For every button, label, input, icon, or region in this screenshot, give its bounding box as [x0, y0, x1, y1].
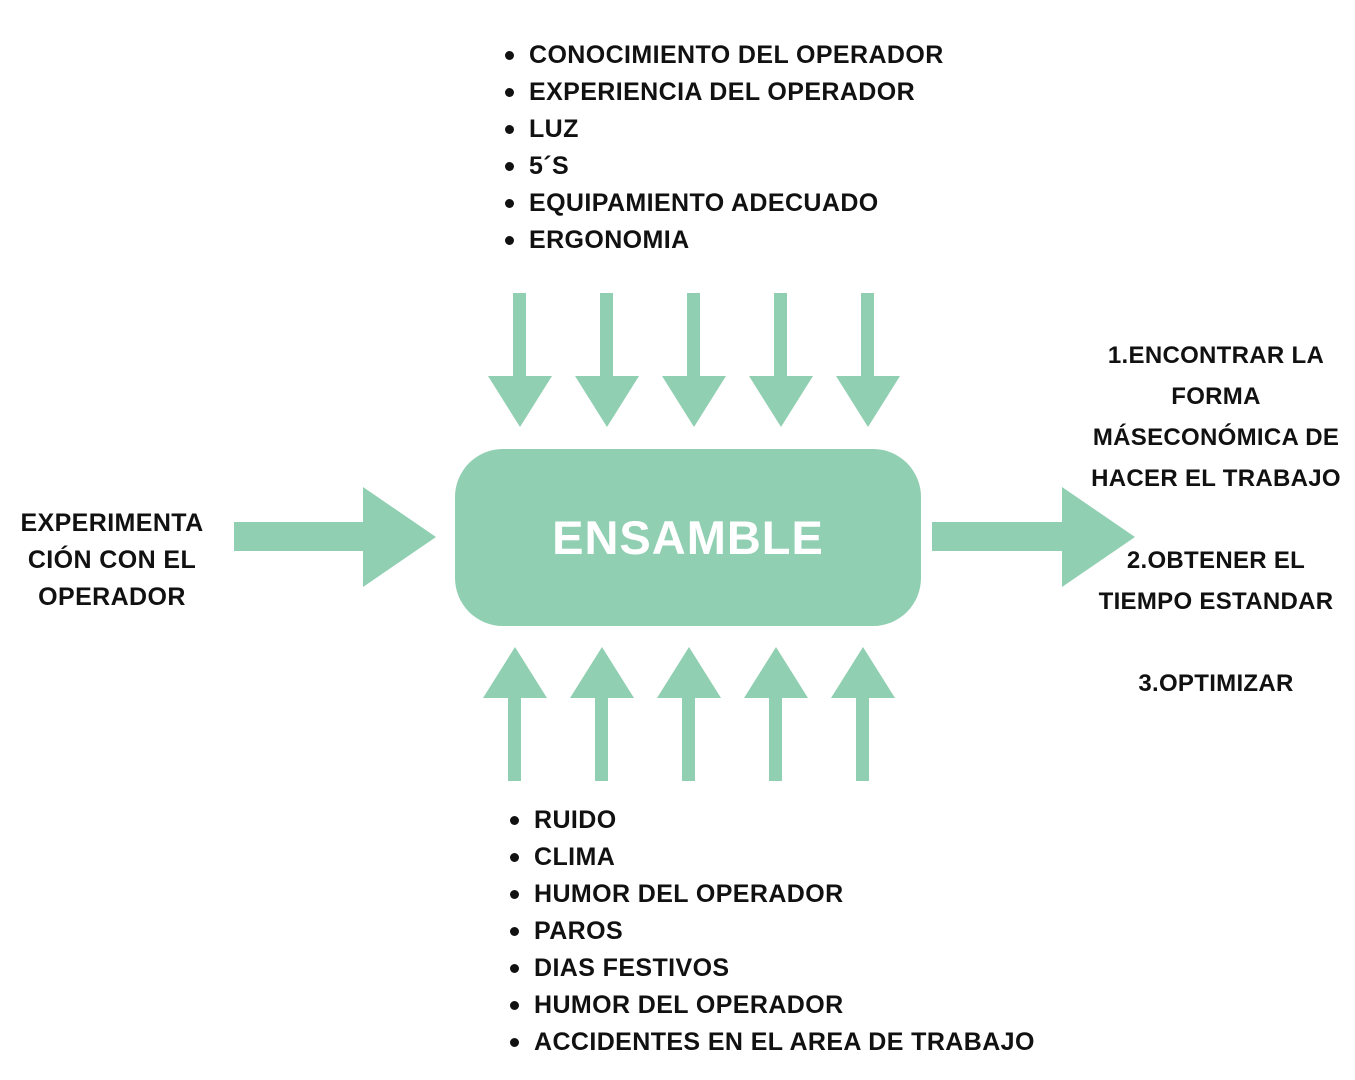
up-arrow-1	[483, 647, 547, 781]
down-arrow-3	[662, 293, 726, 427]
noise-factors-list: RUIDO CLIMA HUMOR DEL OPERADOR PAROS DIA…	[508, 802, 1035, 1061]
list-item: EXPERIENCIA DEL OPERADOR	[503, 74, 944, 111]
up-arrow-2	[570, 647, 634, 781]
list-item: HUMOR DEL OPERADOR	[508, 987, 1035, 1024]
input-arrow	[234, 487, 436, 587]
list-item: PAROS	[508, 913, 1035, 950]
list-item: DIAS FESTIVOS	[508, 950, 1035, 987]
process-label: ENSAMBLE	[552, 511, 824, 564]
list-item: LUZ	[503, 111, 944, 148]
list-item: 5´S	[503, 148, 944, 185]
list-item: RUIDO	[508, 802, 1035, 839]
list-item: EQUIPAMIENTO ADECUADO	[503, 185, 944, 222]
down-arrow-5	[836, 293, 900, 427]
down-arrow-4	[749, 293, 813, 427]
input-label: EXPERIMENTA CIÓN CON EL OPERADOR	[20, 509, 204, 611]
output-item-2: 2.OBTENER EL TIEMPO ESTANDAR	[1098, 547, 1334, 615]
output-item-3: 3.OPTIMIZAR	[1138, 670, 1294, 697]
list-item: ERGONOMIA	[503, 222, 944, 259]
list-item: HUMOR DEL OPERADOR	[508, 876, 1035, 913]
process-box: ENSAMBLE	[455, 449, 921, 626]
up-arrow-5	[831, 647, 895, 781]
list-item: CONOCIMIENTO DEL OPERADOR	[503, 37, 944, 74]
down-arrow-1	[488, 293, 552, 427]
outputs-block: 1.ENCONTRAR LA FORMA MÁSECONÓMICA DE HAC…	[1080, 335, 1352, 704]
output-arrow	[932, 487, 1135, 587]
list-item: CLIMA	[508, 839, 1035, 876]
up-arrow-3	[657, 647, 721, 781]
up-arrow-4	[744, 647, 808, 781]
list-item: ACCIDENTES EN EL AREA DE TRABAJO	[508, 1024, 1035, 1061]
output-item-1: 1.ENCONTRAR LA FORMA MÁSECONÓMICA DE HAC…	[1091, 342, 1341, 492]
controllable-inputs-list: CONOCIMIENTO DEL OPERADOR EXPERIENCIA DE…	[503, 37, 944, 259]
down-arrow-2	[575, 293, 639, 427]
